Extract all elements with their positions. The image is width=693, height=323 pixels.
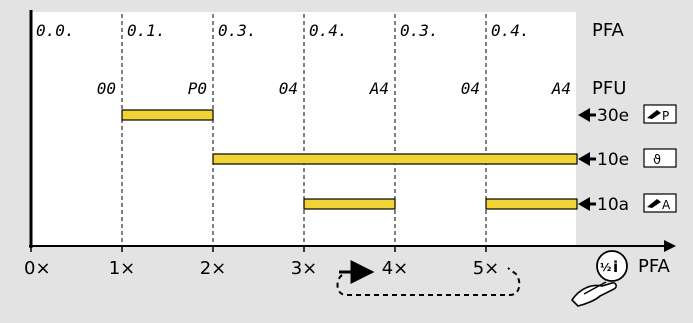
bar-label-10e: 10e ϑ — [578, 148, 677, 170]
pfa-value: 0.3. — [400, 21, 439, 40]
pfa-value-row: 0.0. 0.1. 0.3. 0.4. 0.3. 0.4. — [36, 21, 530, 40]
hand-info-icon: ½ i — [570, 250, 628, 307]
svg-text:½: ½ — [600, 261, 611, 274]
pfa-value: 0.0. — [36, 21, 75, 40]
bar-label-10a: 10a A — [578, 193, 677, 215]
pfu-value: A4 — [369, 79, 389, 98]
pfu-value: P0 — [188, 79, 207, 98]
hand-A-icon: A — [643, 193, 677, 213]
pfa-value: 0.4. — [309, 21, 348, 40]
bar-10a — [485, 198, 578, 210]
x-tick-label: 3× — [291, 258, 318, 279]
x-tick-label: 2× — [200, 258, 227, 279]
svg-text:P: P — [662, 109, 669, 123]
x-tick-label: 0× — [24, 258, 51, 279]
x-tick-label: 1× — [109, 258, 136, 279]
bar-10e — [212, 153, 578, 165]
bar-label-text: 30e — [597, 106, 629, 126]
pfu-value: 00 — [97, 79, 116, 98]
x-tick-label: 4× — [382, 258, 409, 279]
left-arrow-icon — [578, 197, 590, 211]
svg-text:ϑ: ϑ — [653, 153, 661, 168]
bar-label-text: 10a — [597, 195, 629, 215]
bar-group — [121, 109, 578, 210]
pfu-value: 04 — [279, 79, 298, 98]
bar-30e — [121, 109, 214, 121]
svg-text:i: i — [613, 258, 618, 276]
pfu-row-label: PFU — [592, 78, 626, 99]
left-arrow-icon — [578, 152, 590, 166]
x-axis-arrow-icon — [664, 240, 676, 252]
info-hand-button[interactable]: ½ i — [570, 250, 628, 307]
bar-10a — [303, 198, 396, 210]
bar-label-30e: 30e P — [578, 104, 677, 126]
pfa-row-label: PFA — [592, 20, 625, 41]
pfu-value: 04 — [461, 79, 480, 98]
repeat-loop-icon — [336, 260, 521, 296]
x-axis-end-label: PFA — [638, 256, 671, 277]
pfu-value-row: 00 P0 04 A4 04 A4 — [97, 79, 571, 98]
hand-P-icon: P — [643, 104, 677, 124]
pfa-value: 0.4. — [491, 21, 530, 40]
theta-icon: ϑ — [643, 148, 677, 168]
bar-label-text: 10e — [597, 150, 629, 170]
pfu-value: A4 — [551, 79, 571, 98]
pfa-value: 0.3. — [218, 21, 257, 40]
x-axis-ticks: 0× 1× 2× 3× 4× 5× — [24, 246, 499, 279]
x-tick-label: 5× — [473, 258, 500, 279]
pfa-value: 0.1. — [127, 21, 166, 40]
svg-text:A: A — [662, 198, 671, 212]
left-arrow-icon — [578, 108, 590, 122]
